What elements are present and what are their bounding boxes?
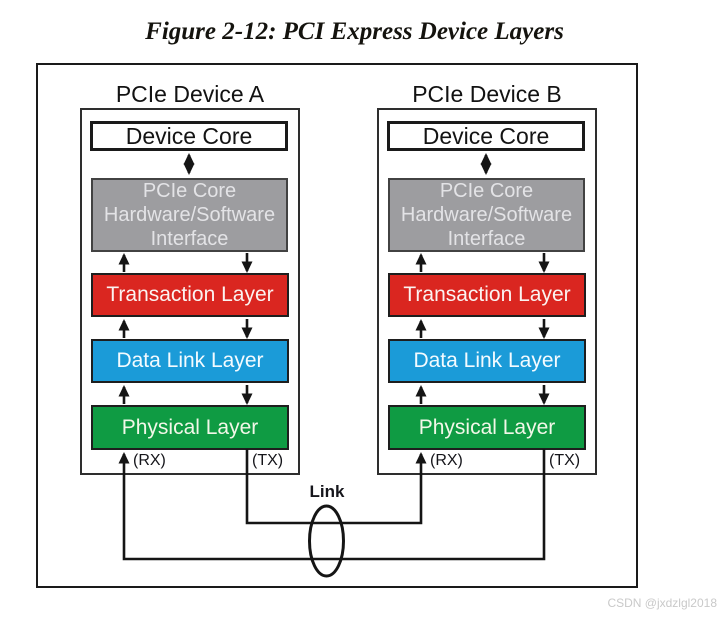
- pcie-core-line-2: Hardware/Software: [103, 204, 276, 226]
- device-b-physical-layer-box: Physical Layer: [388, 405, 586, 450]
- figure-caption: Figure 2-12: PCI Express Device Layers: [145, 18, 564, 45]
- device-b-device-core-box: Device Core: [387, 121, 585, 151]
- device-b-title: PCIe Device B: [412, 81, 562, 107]
- link-label: Link: [309, 482, 345, 501]
- device-b-transaction-layer-box: Transaction Layer: [388, 273, 586, 317]
- watermark-text: CSDN @jxdzlgl2018: [607, 596, 717, 610]
- pcie-core-line-2: Hardware/Software: [400, 204, 573, 226]
- device-a-data-link-layer-box: Data Link Layer: [91, 339, 289, 383]
- device-b-data-link-layer-box: Data Link Layer: [388, 339, 586, 383]
- pcie-core-line-3: Interface: [150, 228, 229, 250]
- device-a-pcie-core-interface-box: PCIe Core Hardware/Software Interface: [91, 178, 288, 252]
- device-a-title: PCIe Device A: [115, 81, 265, 107]
- device-a-rx-label: (RX): [133, 452, 166, 469]
- pcie-core-line-3: Interface: [447, 228, 526, 250]
- pcie-core-line-1: PCIe Core: [142, 180, 237, 202]
- pcie-core-line-1: PCIe Core: [439, 180, 534, 202]
- device-b-rx-label: (RX): [430, 452, 463, 469]
- device-a-transaction-layer-box: Transaction Layer: [91, 273, 289, 317]
- device-b-pcie-core-interface-box: PCIe Core Hardware/Software Interface: [388, 178, 585, 252]
- device-a-device-core-box: Device Core: [90, 121, 288, 151]
- device-b-tx-label: (TX): [549, 452, 581, 469]
- device-a-tx-label: (TX): [252, 452, 284, 469]
- device-a-physical-layer-box: Physical Layer: [91, 405, 289, 450]
